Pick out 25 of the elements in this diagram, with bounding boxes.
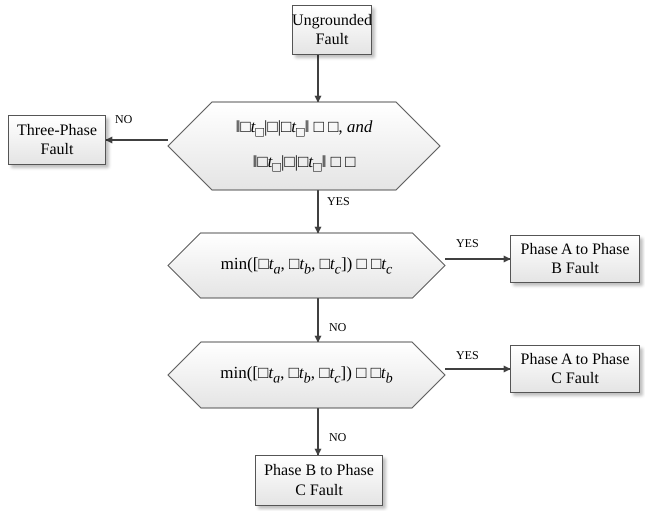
node-label: Phase A to Phase B Fault [520, 240, 630, 278]
edge-label: YES [326, 194, 351, 208]
arrow [314, 190, 322, 234]
process-box [510, 235, 640, 283]
node-label: Phase B to Phase C Fault [263, 461, 375, 500]
edge-label: NO [328, 430, 348, 444]
arrow [314, 55, 322, 103]
arrow [105, 136, 168, 144]
edge-label: NO [328, 320, 348, 334]
condition-formula: min([□t$_{a}$, □t$_{b}$, □t$_{c}$]) □ □t$_{c}$ [220, 252, 392, 280]
edge-label: NO [114, 112, 134, 126]
condition-formula: min([□t$_{a}$, □t$_{b}$, □t$_{c}$]) □ □t$_{b}$ [220, 362, 393, 389]
process-box [255, 455, 383, 506]
condition-formula: ‖□t$_{□}$|□|□t$_{□}$‖ □ □ [252, 151, 356, 178]
process-box [510, 345, 640, 393]
node-label: Three-Phase Fault [16, 120, 98, 160]
arrow [445, 366, 511, 372]
arrow [445, 256, 511, 262]
process-box [8, 115, 106, 165]
condition-formula: ‖□t$_{□}$|□|□t$_{□}$‖ □ □, and [236, 116, 372, 142]
node-label: Phase A to Phase C Fault [520, 350, 630, 388]
edge-label: YES [455, 348, 480, 362]
arrow [314, 298, 322, 343]
edge-label: YES [455, 236, 480, 250]
arrow [314, 408, 322, 456]
